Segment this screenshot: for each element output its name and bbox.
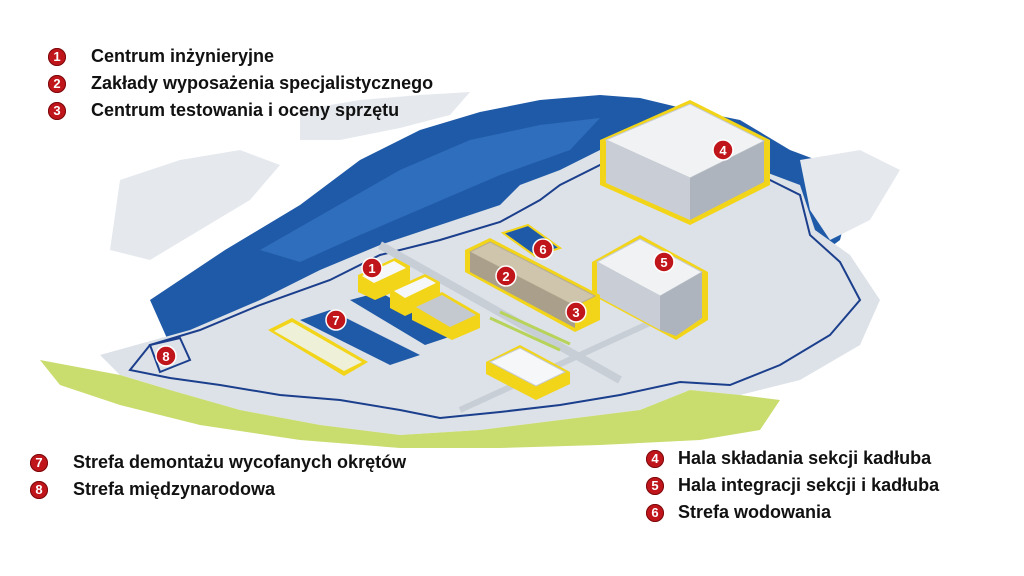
grass-strip	[40, 360, 780, 448]
map-marker-3: 3	[565, 301, 587, 323]
legend-label: Hala składania sekcji kadłuba	[678, 448, 932, 468]
svg-text:8: 8	[162, 349, 169, 364]
number-badge: 4	[646, 449, 664, 468]
quay-top	[300, 92, 470, 140]
building-2-side	[470, 252, 575, 328]
warehouse-roof	[488, 347, 567, 387]
rail-track	[499, 310, 571, 346]
map-marker-1: 1	[361, 257, 383, 279]
building-1-block	[394, 277, 436, 298]
number-badge: 6	[646, 503, 664, 522]
legend-item: 2 Zakłady wyposażenia specjalistycznego	[48, 70, 433, 97]
building-hall-5-front	[660, 272, 702, 336]
building-hall-4-side	[606, 140, 690, 220]
svg-text:2: 2	[502, 269, 509, 284]
zone-7-inner	[274, 322, 362, 371]
map-marker-2: 2	[495, 265, 517, 287]
legend-label: Centrum testowania i oceny sprzętu	[91, 100, 400, 120]
legend-item: 1 Centrum inżynieryjne	[48, 43, 433, 70]
building-hall-4-front	[690, 141, 764, 220]
number-badge: 1	[48, 47, 66, 66]
legend-bottom-right: 4 Hala składania sekcji kadłuba 5 Hala i…	[646, 445, 939, 526]
legend-item: 8 Strefa międzynarodowa	[30, 476, 406, 503]
rail-track	[489, 316, 561, 352]
legend-label: Hala integracji sekcji i kadłuba	[678, 475, 940, 495]
legend-item: 4 Hala składania sekcji kadłuba	[646, 445, 939, 472]
number-badge: 3	[48, 101, 66, 120]
legend-label: Zakłady wyposażenia specjalistycznego	[91, 73, 434, 93]
number-badge: 5	[646, 476, 664, 495]
legend-label: Strefa wodowania	[678, 502, 832, 522]
map-marker-6: 6	[532, 238, 554, 260]
number-badge: 7	[30, 453, 48, 472]
svg-text:4: 4	[719, 143, 727, 158]
number-badge: 8	[30, 480, 48, 499]
map-marker-8: 8	[155, 345, 177, 367]
building-1-shed-roof	[416, 295, 476, 327]
svg-text:6: 6	[539, 242, 546, 257]
building-hall-5-side	[597, 262, 660, 330]
legend-label: Strefa międzynarodowa	[73, 479, 276, 499]
zone-8-area	[148, 336, 192, 374]
svg-text:5: 5	[660, 255, 667, 270]
legend-item: 6 Strefa wodowania	[646, 499, 939, 526]
map-marker-7: 7	[325, 309, 347, 331]
svg-text:7: 7	[332, 313, 339, 328]
legend-label: Centrum inżynieryjne	[91, 46, 275, 66]
quay-right	[800, 150, 900, 240]
svg-text:3: 3	[572, 305, 579, 320]
number-badge: 2	[48, 74, 66, 93]
legend-item: 7 Strefa demontażu wycofanych okrętów	[30, 449, 406, 476]
legend-item: 5 Hala integracji sekcji i kadłuba	[646, 472, 939, 499]
quay-left	[110, 150, 280, 260]
svg-text:1: 1	[368, 261, 375, 276]
map-marker-5: 5	[653, 251, 675, 273]
legend-item: 3 Centrum testowania i oceny sprzętu	[48, 97, 433, 124]
legend-top: 1 Centrum inżynieryjne 2 Zakłady wyposaż…	[48, 43, 433, 124]
dock-basin	[350, 292, 455, 345]
legend-bottom-left: 7 Strefa demontażu wycofanych okrętów 8 …	[30, 449, 406, 503]
legend-label: Strefa demontażu wycofanych okrętów	[73, 452, 407, 472]
map-marker-4: 4	[712, 139, 734, 161]
water-shine	[260, 118, 600, 262]
